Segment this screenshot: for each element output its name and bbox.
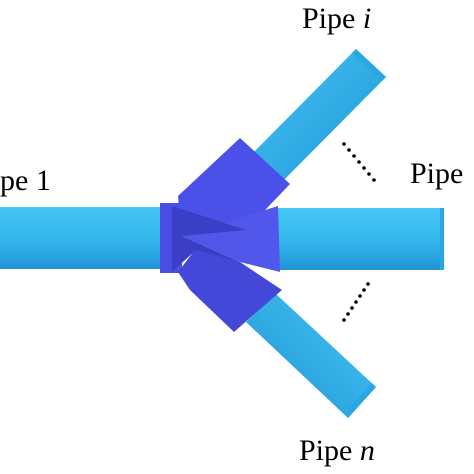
pipe-1: [0, 207, 170, 269]
label-pipe-1: pe 1: [0, 164, 51, 197]
junction-core: [172, 206, 246, 272]
junction-upper-collar: [178, 138, 290, 230]
junction-lower-collar: [178, 246, 282, 332]
pipe-n-end: [344, 383, 376, 418]
pipe-i-end: [352, 49, 386, 81]
dots-upper: [342, 142, 376, 182]
pipe-right-end: [440, 208, 444, 270]
label-pipe-i: Pipe i: [302, 2, 371, 35]
pipe-n: [246, 294, 376, 418]
pipe-i: [246, 49, 386, 188]
junction-right-collar: [182, 206, 280, 272]
label-pipe-n: Pipe n: [299, 434, 375, 467]
dots-lower: [342, 282, 370, 322]
pipe-right: [272, 208, 444, 270]
label-pipe-right: Pipe: [410, 157, 463, 190]
